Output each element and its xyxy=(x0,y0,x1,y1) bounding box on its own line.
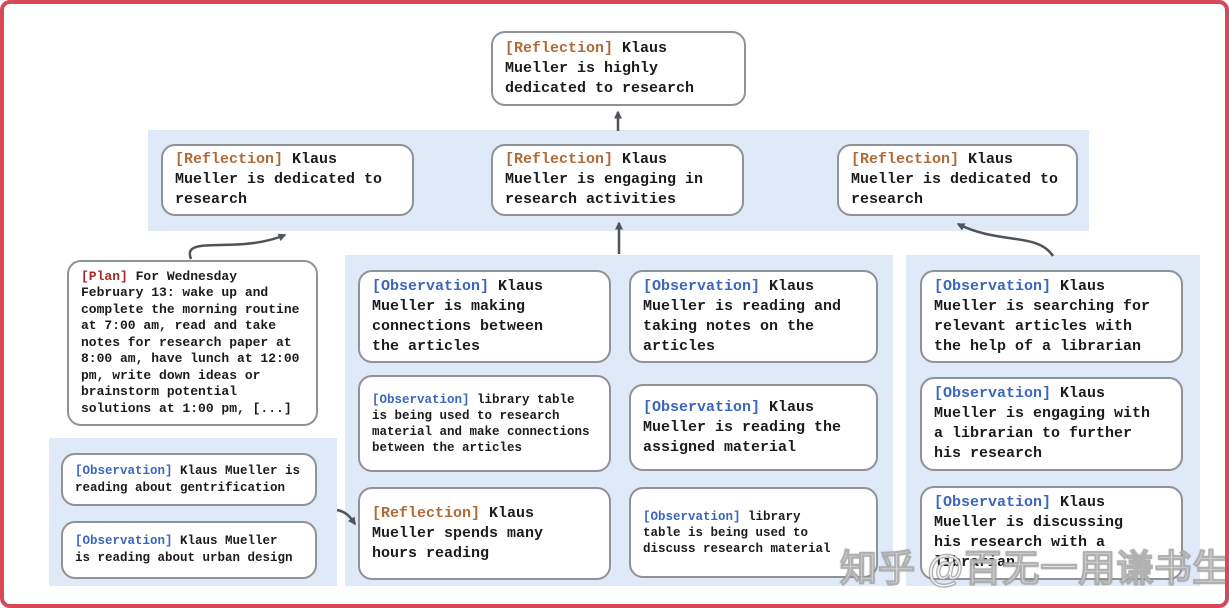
observation-text: Klaus Mueller is reading and taking note… xyxy=(643,277,842,355)
observation-label: [Observation] xyxy=(372,392,470,407)
observation-box: [Observation] Klaus Mueller is making co… xyxy=(358,270,611,363)
reflection-text: Klaus Mueller is dedicated to research xyxy=(851,151,1059,208)
reflection-text: Klaus Mueller is dedicated to research xyxy=(175,151,383,208)
arrow-plan-to-refA xyxy=(188,233,287,260)
top-reflection-box: [Reflection] Klaus Mueller is highly ded… xyxy=(491,31,746,106)
observation-text: library table is being used to research … xyxy=(372,392,590,455)
observation-text: Klaus Mueller is reading the assigned ma… xyxy=(643,398,842,456)
reflection-box: [Reflection] Klaus Mueller spends many h… xyxy=(358,487,611,580)
observation-label: [Observation] xyxy=(643,277,761,295)
observation-box: [Observation] Klaus Mueller is reading a… xyxy=(61,521,317,579)
reflection-box-center: [Reflection] Klaus Mueller is engaging i… xyxy=(491,144,744,216)
observation-box: [Observation] Klaus Mueller is reading a… xyxy=(61,453,317,506)
observation-text: library table is being used to discuss r… xyxy=(643,509,831,556)
observation-box: [Observation] Klaus Mueller is reading t… xyxy=(629,384,878,471)
observation-text: Klaus Mueller is reading about gentrific… xyxy=(75,463,301,495)
plan-text: For Wednesday February 13: wake up and c… xyxy=(81,268,300,416)
reflection-text: Klaus Mueller is engaging in research ac… xyxy=(505,151,704,208)
observation-text: Klaus Mueller is discussing his research… xyxy=(934,494,1124,571)
observation-box: [Observation] Klaus Mueller is reading a… xyxy=(629,270,878,363)
reflection-text: Klaus Mueller is highly dedicated to res… xyxy=(505,39,695,97)
plan-label: [Plan] xyxy=(81,268,128,284)
reflection-box-left: [Reflection] Klaus Mueller is dedicated … xyxy=(161,144,414,216)
observation-label: [Observation] xyxy=(643,509,741,524)
observation-text: Klaus Mueller is engaging with a librari… xyxy=(934,385,1151,462)
observation-text: Klaus Mueller is searching for relevant … xyxy=(934,277,1151,355)
observation-box: [Observation] Klaus Mueller is searching… xyxy=(920,270,1183,363)
observation-label: [Observation] xyxy=(934,494,1052,511)
reflection-text: Klaus Mueller spends many hours reading xyxy=(372,504,544,562)
observation-label: [Observation] xyxy=(75,534,173,548)
observation-box: [Observation] library table is being use… xyxy=(629,487,878,578)
reflection-label: [Reflection] xyxy=(372,504,481,522)
reflection-box-right: [Reflection] Klaus Mueller is dedicated … xyxy=(837,144,1078,216)
reflection-label: [Reflection] xyxy=(505,151,614,168)
observation-label: [Observation] xyxy=(75,463,173,478)
observation-label: [Observation] xyxy=(934,385,1052,402)
observation-box: [Observation] Klaus Mueller is discussin… xyxy=(920,486,1183,580)
reflection-label: [Reflection] xyxy=(505,39,614,57)
observation-label: [Observation] xyxy=(643,398,761,416)
observation-text: Klaus Mueller is reading about urban des… xyxy=(75,534,293,565)
reflection-label: [Reflection] xyxy=(851,151,960,168)
observation-text: Klaus Mueller is making connections betw… xyxy=(372,277,544,355)
observation-box: [Observation] Klaus Mueller is engaging … xyxy=(920,377,1183,471)
plan-box: [Plan] For Wednesday February 13: wake u… xyxy=(67,260,318,426)
observation-box: [Observation] library table is being use… xyxy=(358,375,611,472)
reflection-label: [Reflection] xyxy=(175,151,284,168)
observation-label: [Observation] xyxy=(934,277,1052,295)
observation-label: [Observation] xyxy=(372,277,490,295)
zhihu-watermark: 知乎 @百无一用谦书生 xyxy=(839,547,1229,589)
